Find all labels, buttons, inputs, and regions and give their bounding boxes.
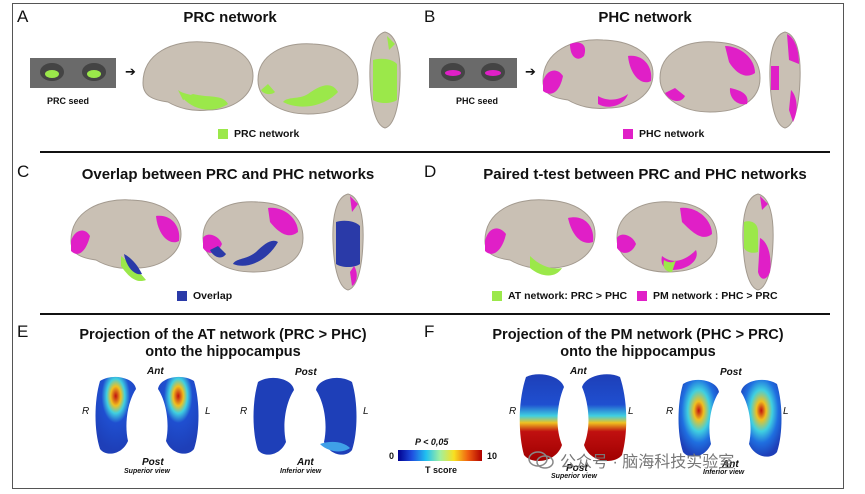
f-sup-post-label: Post (566, 463, 588, 474)
legend-swatch-blue (177, 291, 187, 301)
panel-b-title: PHC network (598, 9, 692, 26)
hippocampus-f-superior (519, 374, 627, 461)
f-sup-l-label: L (628, 406, 634, 417)
brain-medial-b (659, 41, 761, 113)
brain-ventral-b (769, 31, 801, 129)
e-sup-view-label: Superior view (124, 468, 170, 475)
colorbar-min: 0 (389, 451, 395, 461)
f-inf-ant-label: Ant (722, 459, 739, 470)
panel-e-title-line1: Projection of the AT network (PRC > PHC) (79, 327, 367, 343)
watermark: 公众号 · 脑海科技实验室 (528, 448, 734, 472)
colorbar-p-label: P < 0,05 (415, 437, 449, 447)
brain-lateral-c (70, 199, 182, 282)
e-inf-post-label: Post (295, 367, 317, 378)
divider-top (40, 151, 830, 153)
phc-seed-image (429, 58, 517, 88)
prc-seed-label: PRC seed (47, 96, 90, 106)
brain-lateral-b (542, 39, 654, 109)
legend-swatch-magenta (637, 291, 647, 301)
legend-pm-network: PM network : PHC > PRC (637, 290, 778, 302)
legend-swatch-green (218, 129, 228, 139)
hippocampus-e-superior (95, 376, 199, 454)
legend-phc-network: PHC network (623, 128, 704, 140)
legend-swatch-green (492, 291, 502, 301)
legend-pm-label: PM network : PHC > PRC (653, 290, 778, 302)
brain-lateral-d (484, 199, 596, 276)
prc-seed-image (30, 58, 116, 88)
f-inf-r-label: R (666, 406, 674, 417)
panel-d-title: Paired t-test between PRC and PHC networ… (483, 166, 807, 183)
legend-prc-label: PRC network (234, 128, 300, 140)
panel-letter-e: E (17, 322, 29, 341)
panel-letter-b: B (424, 7, 436, 26)
brain-medial-c (202, 201, 304, 273)
divider-bottom (40, 313, 830, 315)
e-inf-r-label: R (240, 406, 248, 417)
figure-frame (12, 3, 844, 489)
legend-at-label: AT network: PRC > PHC (508, 290, 628, 302)
watermark-text: 公众号 · 脑海科技实验室 (560, 454, 735, 471)
e-sup-post-label: Post (142, 457, 164, 468)
brain-ventral-a (369, 31, 401, 129)
panel-e-title-line2: onto the hippocampus (145, 344, 301, 360)
arrow-icon: ➔ (125, 64, 136, 79)
colorbar-max: 10 (487, 451, 498, 461)
f-inf-view-label: Inferior view (703, 469, 745, 476)
arrow-icon: ➔ (525, 64, 536, 79)
hippocampus-e-inferior (253, 377, 357, 455)
e-sup-ant-label: Ant (147, 366, 164, 377)
hippocampus-f-inferior (678, 379, 782, 457)
e-inf-view-label: Inferior view (280, 468, 322, 475)
legend-overlap-label: Overlap (193, 290, 233, 302)
e-inf-ant-label: Ant (297, 457, 314, 468)
e-sup-l-label: L (205, 406, 211, 417)
brain-medial-d (616, 201, 718, 273)
brain-lateral-a (142, 41, 254, 111)
phc-seed-label: PHC seed (456, 96, 499, 106)
e-sup-r-label: R (82, 406, 90, 417)
brain-ventral-d (742, 193, 774, 291)
panel-letter-c: C (17, 162, 30, 181)
panel-f-title: Projection of the PM network (PHC > PRC)… (488, 327, 788, 361)
panel-c-title: Overlap between PRC and PHC networks (81, 166, 375, 183)
panel-letter-a: A (17, 7, 29, 26)
panel-f-title-line2: onto the hippocampus (560, 344, 716, 360)
panel-letter-d: D (424, 162, 437, 181)
f-sup-view-label: Superior view (551, 473, 597, 480)
f-sup-r-label: R (509, 406, 517, 417)
panel-f-title-line1: Projection of the PM network (PHC > PRC) (492, 327, 784, 343)
panel-letter-f: F (424, 322, 435, 341)
f-inf-post-label: Post (720, 367, 742, 378)
colorbar (398, 450, 482, 461)
panel-a-title: PRC network (183, 9, 277, 26)
legend-phc-label: PHC network (639, 128, 705, 140)
e-inf-l-label: L (363, 406, 369, 417)
legend-at-network: AT network: PRC > PHC (492, 290, 627, 302)
legend-overlap: Overlap (177, 290, 232, 302)
panel-e-title: Projection of the AT network (PRC > PHC)… (78, 327, 368, 361)
wechat-icon (528, 451, 554, 469)
brain-medial-a (257, 43, 359, 115)
legend-prc-network: PRC network (218, 128, 299, 140)
colorbar-label: T score (425, 465, 458, 475)
brain-ventral-c (332, 193, 364, 291)
f-sup-ant-label: Ant (570, 366, 587, 377)
legend-swatch-magenta (623, 129, 633, 139)
f-inf-l-label: L (783, 406, 789, 417)
